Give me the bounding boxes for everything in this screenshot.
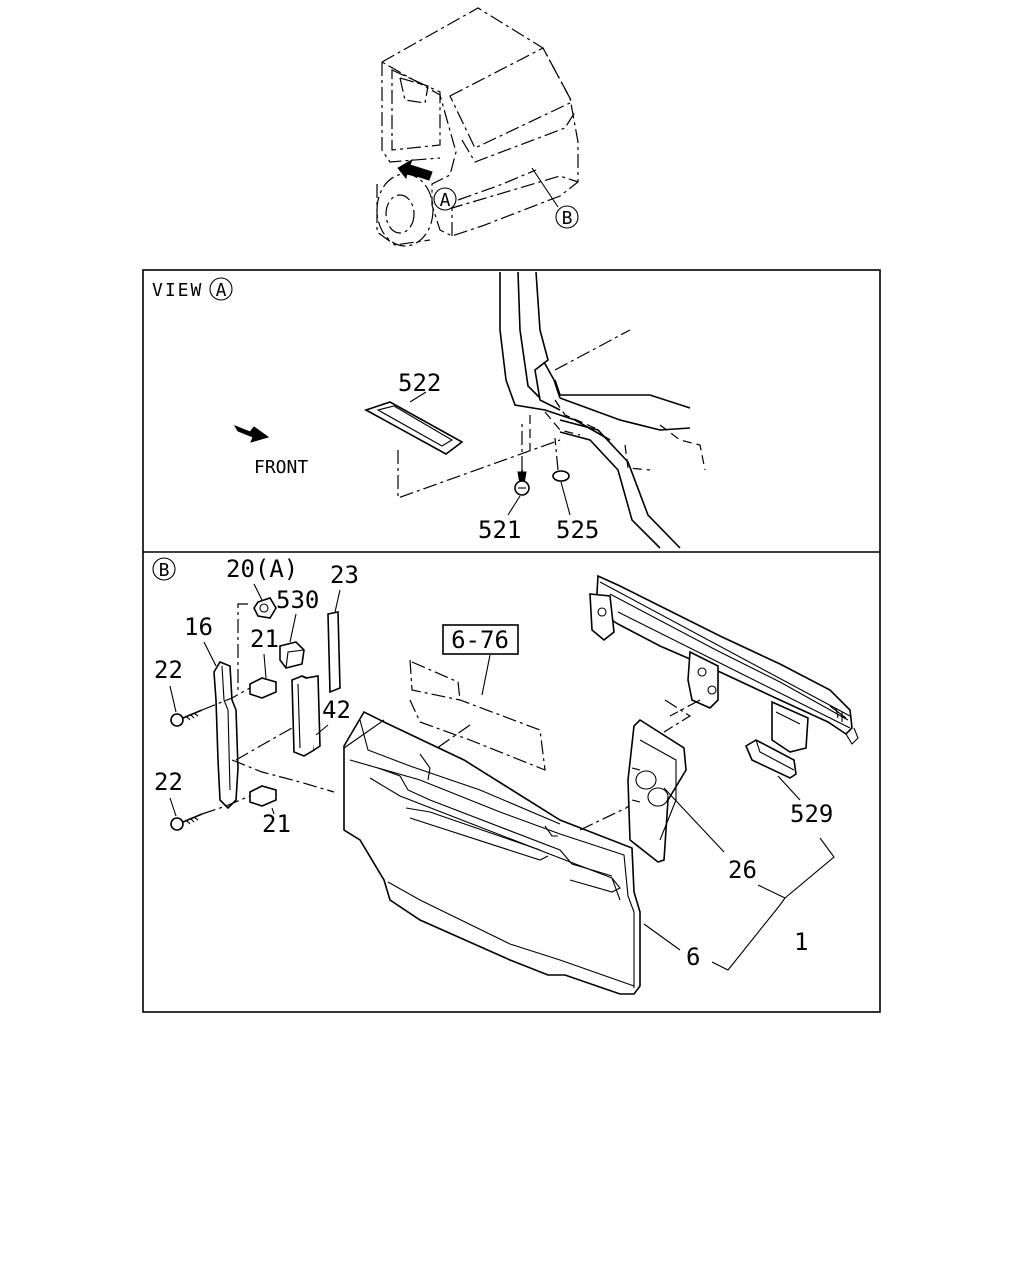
part-label-1: 1 xyxy=(794,928,808,956)
front-arrow-icon xyxy=(233,424,270,443)
part-label-20a: 20(A) xyxy=(226,555,298,583)
step-pad-522 xyxy=(364,401,464,455)
part-label-26: 26 xyxy=(728,856,757,884)
channel-42 xyxy=(291,675,321,757)
part-label-21-bottom: 21 xyxy=(262,810,291,838)
part-label-530: 530 xyxy=(276,586,319,614)
cap-530 xyxy=(279,641,305,669)
screw-521 xyxy=(514,470,530,496)
overview-marker-b: B xyxy=(562,208,573,229)
view-a-arrow-icon xyxy=(397,158,433,181)
front-label: FRONT xyxy=(254,457,308,478)
view-a-title-marker: A xyxy=(216,280,227,301)
bracket-26 xyxy=(627,718,687,863)
part-label-522: 522 xyxy=(398,369,441,397)
view-a-panel: VIEW A FRONT 522 xyxy=(152,271,706,549)
clip-21-bottom xyxy=(249,785,277,807)
part-label-525: 525 xyxy=(556,516,599,544)
strip-23 xyxy=(327,611,341,694)
view-a-title: VIEW xyxy=(152,280,203,301)
overview-marker-a: A xyxy=(440,190,451,211)
part-label-529: 529 xyxy=(790,800,833,828)
part-label-21-top: 21 xyxy=(250,625,279,653)
part-label-22-top: 22 xyxy=(154,656,183,684)
part-label-42: 42 xyxy=(322,696,351,724)
bracket-16 xyxy=(213,661,239,810)
front-panel-6 xyxy=(343,710,641,995)
screw-22-bottom xyxy=(170,813,203,831)
washer-525 xyxy=(552,470,570,482)
cross-member xyxy=(589,574,859,753)
part-label-521: 521 xyxy=(478,516,521,544)
truck-cab-overview: A B xyxy=(376,7,579,247)
clip-21-top xyxy=(249,677,277,699)
part-label-6-76: 6-76 xyxy=(451,626,509,654)
part-label-6: 6 xyxy=(686,943,700,971)
screw-22-top xyxy=(170,709,203,727)
part-label-23: 23 xyxy=(330,561,359,589)
view-b-panel: B 20(A) 530 23 16 21 xyxy=(152,555,859,995)
diagram-frame xyxy=(142,269,881,1013)
reference-box-6-76 xyxy=(442,624,519,655)
part-label-16: 16 xyxy=(184,613,213,641)
part-label-22-bottom: 22 xyxy=(154,768,183,796)
view-b-title-marker: B xyxy=(159,560,170,581)
clip-20 xyxy=(253,597,277,619)
